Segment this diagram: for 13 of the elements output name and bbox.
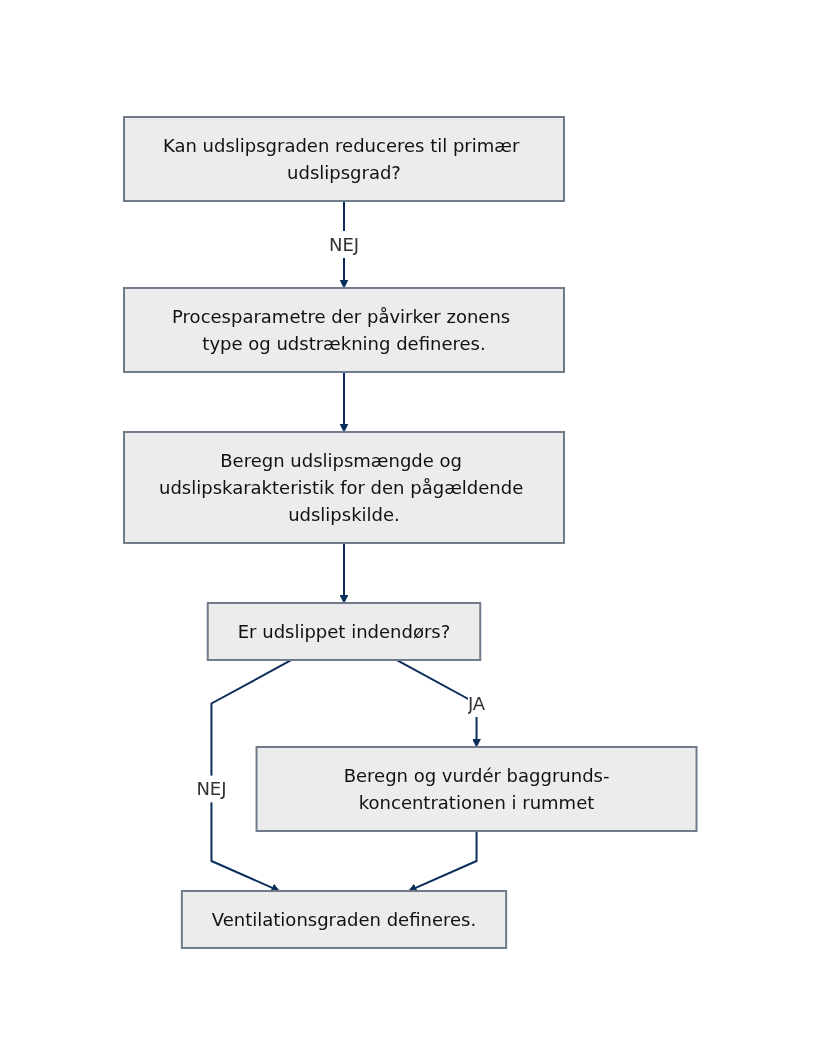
arrow xyxy=(210,658,293,892)
node-box: Kan udslipsgraden reduceres til primær udslipsgrad? xyxy=(123,115,566,202)
edge-label: JA xyxy=(468,692,486,714)
node-box: Er udslippet indendørs? xyxy=(207,601,482,661)
arrow xyxy=(339,541,349,603)
node-box: Ventilationsgraden defineres. xyxy=(181,889,508,949)
node-box: Beregn udslipsmængde og udslipskarakteristik for den pågældende udslipskilde. xyxy=(123,430,566,544)
node-box: Beregn og vurdér baggrunds-koncentrationen i rummet xyxy=(255,745,698,832)
edge-label: NEJ xyxy=(329,233,360,255)
edge-label: NEJ xyxy=(196,777,227,799)
arrow xyxy=(408,829,478,892)
arrow xyxy=(339,370,349,432)
node-box: Procesparametre der påvirker zonens type og udstrækning defineres. xyxy=(123,286,566,373)
